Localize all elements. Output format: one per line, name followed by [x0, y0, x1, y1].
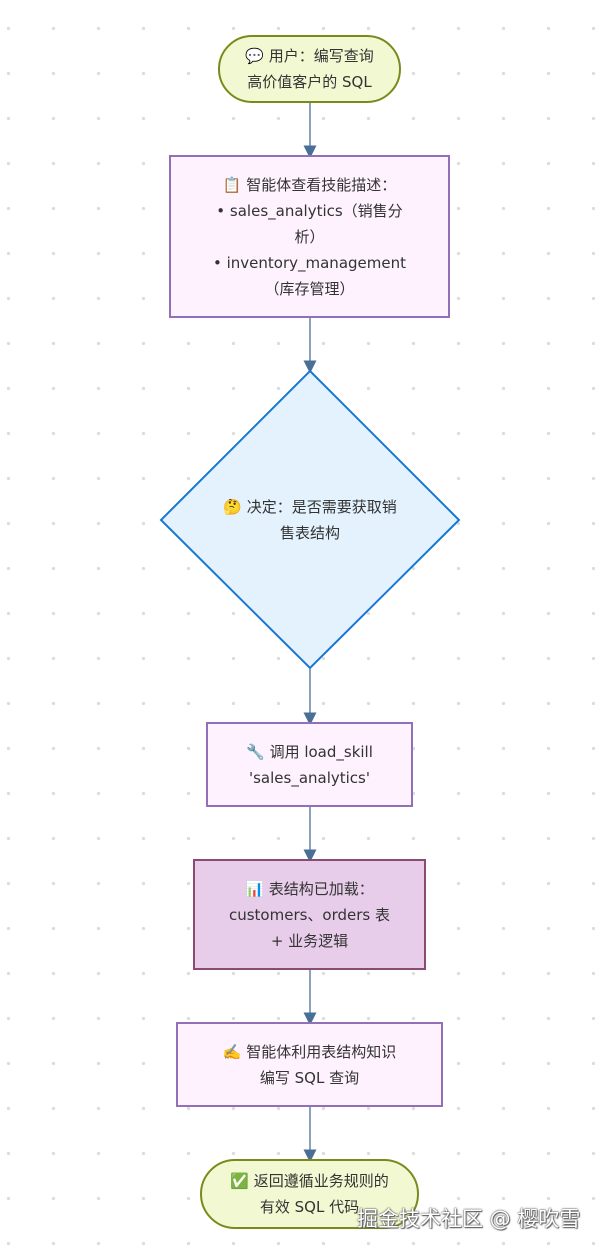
- node-line: 用户：编写查询: [268, 47, 374, 65]
- end-node: ✅ 返回遵循业务规则的 有效 SQL 代码: [201, 1160, 418, 1228]
- node-line: 售表结构: [279, 524, 340, 542]
- wrench-icon: 🔧: [246, 742, 265, 761]
- start-node: 💬 用户：编写查询 高价值客户的 SQL: [219, 36, 400, 102]
- node-line: 析）: [294, 227, 325, 246]
- check-mark-icon: ✅: [230, 1172, 249, 1190]
- write-sql-node: ✍️ 智能体利用表结构知识 编写 SQL 查询: [177, 1023, 442, 1106]
- node-line: customers、orders 表: [228, 905, 391, 924]
- bar-chart-icon: 📊: [245, 879, 264, 898]
- clipboard-icon: 📋: [222, 175, 242, 194]
- node-line: 编写 SQL 查询: [259, 1068, 360, 1087]
- node-line: • sales_analytics（销售分: [216, 201, 403, 220]
- node-line: • inventory_management: [213, 253, 406, 272]
- end-node-shape: [200, 1159, 419, 1229]
- writing-hand-icon: ✍️: [222, 1042, 242, 1061]
- node-line: + 业务逻辑: [270, 931, 349, 950]
- loaded-node-shape: [193, 859, 426, 970]
- decision-node-shape: [159, 369, 461, 670]
- start-node-shape: [218, 35, 401, 103]
- speech-bubble-icon: 💬: [245, 47, 264, 65]
- write-node-shape: [176, 1022, 443, 1107]
- schema-loaded-node: 📊 表结构已加载： customers、orders 表 + 业务逻辑: [194, 860, 425, 969]
- watermark: 掘金技术社区 @ 樱吹雪: [357, 1207, 581, 1231]
- node-line: （库存管理）: [264, 279, 355, 298]
- node-line: 决定：是否需要获取销: [246, 498, 397, 516]
- node-line: 智能体查看技能描述：: [246, 175, 397, 194]
- review-node: 📋 智能体查看技能描述： • sales_analytics（销售分 析） • …: [170, 156, 449, 317]
- node-line: 高价值客户的 SQL: [247, 73, 372, 91]
- load-node-shape: [206, 722, 413, 807]
- decision-node: 🤔 决定：是否需要获取销 售表结构: [190, 480, 430, 560]
- node-line: 表结构已加载：: [268, 879, 374, 898]
- node-line: 返回遵循业务规则的: [253, 1172, 389, 1190]
- load-skill-node: 🔧 调用 load_skill 'sales_analytics': [207, 723, 412, 806]
- node-line: 智能体利用表结构知识: [246, 1042, 397, 1061]
- node-line: 有效 SQL 代码: [259, 1198, 360, 1216]
- thinking-face-icon: 🤔: [223, 498, 242, 516]
- review-node-shape: [169, 155, 450, 318]
- node-line: 'sales_analytics': [248, 768, 370, 787]
- node-line: 调用 load_skill: [269, 742, 373, 761]
